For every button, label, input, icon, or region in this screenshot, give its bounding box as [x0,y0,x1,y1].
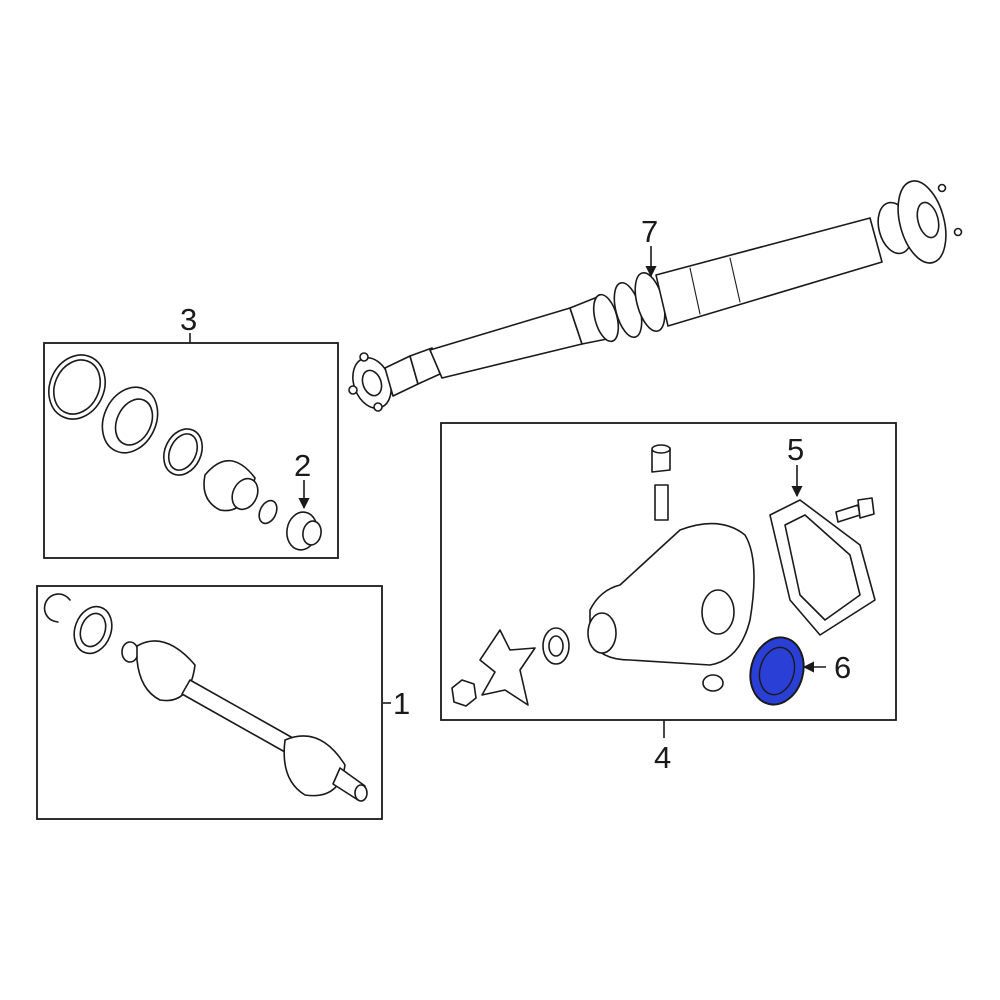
callout-6[interactable]: 6 [834,650,851,685]
driveshaft[interactable] [346,176,963,414]
differential-box-4 [440,422,897,721]
output-seal-highlighted[interactable] [743,631,811,710]
differential-parts[interactable] [451,444,876,707]
callout-4[interactable]: 4 [654,740,671,775]
callout-1[interactable]: 1 [393,686,410,721]
boot-kit-parts[interactable] [39,346,323,553]
axle-shaft[interactable] [43,593,368,802]
callout-7[interactable]: 7 [641,214,658,249]
callout-5[interactable]: 5 [787,432,804,467]
callout-2[interactable]: 2 [294,448,311,483]
axle-box-1 [36,585,383,820]
callout-3[interactable]: 3 [180,302,197,337]
kit-box-3 [43,342,339,559]
